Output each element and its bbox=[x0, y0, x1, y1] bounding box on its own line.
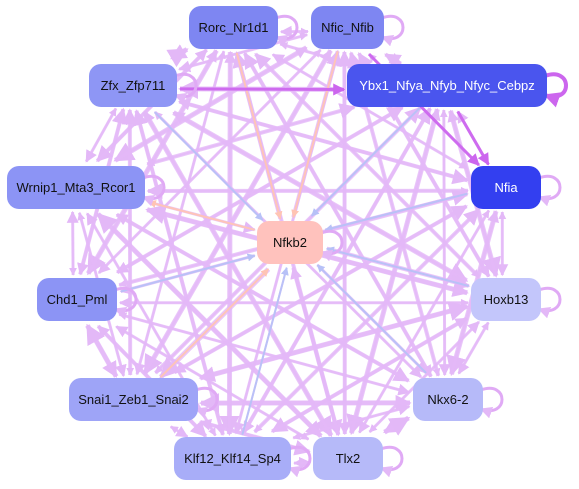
edge-klf12-to-nkx62 bbox=[292, 403, 411, 440]
node-chd1[interactable]: Chd1_Pml bbox=[37, 278, 117, 321]
node-label: Zfx_Zfp711 bbox=[100, 78, 166, 93]
node-hoxb13[interactable]: Hoxb13 bbox=[471, 278, 541, 321]
edge-klf12-to-nfkb2 bbox=[241, 267, 289, 436]
edge-wrnip1-to-zfx bbox=[85, 107, 117, 162]
self-loop-nkx62 bbox=[479, 386, 504, 419]
node-label: Hoxb13 bbox=[483, 292, 529, 307]
edge-klf12-to-nfia bbox=[253, 208, 481, 434]
edge-nfkb2-to-wrnip1 bbox=[147, 200, 255, 231]
node-wrnip1[interactable]: Wrnip1_Mta3_Rcor1 bbox=[7, 166, 145, 209]
node-label: Wrnip1_Mta3_Rcor1 bbox=[16, 180, 136, 195]
self-loop-hoxb13 bbox=[537, 286, 562, 319]
node-label: Ybx1_Nfya_Nfyb_Nfyc_Cebpz bbox=[359, 78, 535, 93]
node-label: Nfia bbox=[494, 180, 518, 195]
edge-tlx2-to-nkx62 bbox=[383, 415, 411, 436]
self-loop-nfic bbox=[380, 14, 405, 47]
node-nfia[interactable]: Nfia bbox=[471, 166, 541, 209]
node-label: Nkx6-2 bbox=[427, 392, 469, 407]
edge-tlx2-to-snai1 bbox=[199, 418, 310, 453]
node-ybx1[interactable]: Ybx1_Nfya_Nfyb_Nfyc_Cebpz bbox=[347, 64, 547, 107]
edge-snai1-to-nfkb2 bbox=[159, 268, 270, 378]
self-loop-snai1 bbox=[194, 386, 219, 419]
node-rorc[interactable]: Rorc_Nr1d1 bbox=[189, 6, 278, 49]
edge-nkx62-to-hoxb13 bbox=[457, 321, 490, 375]
edge-ybx1-to-nfia bbox=[456, 110, 490, 166]
edge-tlx2-to-klf12 bbox=[293, 458, 311, 467]
node-nfkb2[interactable]: Nfkb2 bbox=[257, 221, 323, 264]
self-loop-zfx bbox=[173, 72, 198, 105]
self-loop-nfia bbox=[537, 174, 562, 207]
self-loop-rorc bbox=[274, 14, 299, 47]
edge-klf12-to-hoxb13 bbox=[271, 317, 468, 433]
edge-snai1-to-nfia bbox=[173, 204, 468, 375]
edge-klf12-to-ybx1 bbox=[242, 107, 432, 434]
edge-nfic-to-nfkb2 bbox=[291, 50, 339, 218]
edge-zfx-to-nfkb2 bbox=[153, 111, 264, 221]
edge-rorc-to-nfkb2 bbox=[235, 52, 283, 220]
node-label: Nfkb2 bbox=[273, 235, 307, 250]
edge-nkx62-to-wrnip1 bbox=[115, 213, 410, 383]
edge-snai1-to-chd1 bbox=[85, 323, 119, 378]
edge-nkx62-to-nfkb2 bbox=[316, 264, 427, 374]
node-snai1[interactable]: Snai1_Zeb1_Snai2 bbox=[69, 378, 198, 421]
edge-ybx1-to-nfic bbox=[384, 52, 402, 69]
edge-nfia-to-rorc bbox=[271, 53, 468, 170]
edge-tlx2-to-nfkb2 bbox=[290, 266, 340, 436]
node-zfx[interactable]: Zfx_Zfp711 bbox=[89, 64, 177, 107]
edge-tlx2-to-zfx bbox=[143, 110, 333, 437]
node-label: Klf12_Klf14_Sp4 bbox=[184, 451, 281, 466]
self-loop-tlx2 bbox=[379, 445, 404, 478]
edge-klf12-to-rorc bbox=[224, 50, 237, 435]
edge-zfx-to-rorc bbox=[166, 47, 189, 68]
node-label: Nfic_Nfib bbox=[321, 20, 374, 35]
edge-tlx2-to-nfia bbox=[358, 209, 490, 434]
edge-nfia-to-nfkb2 bbox=[324, 192, 468, 232]
edge-chd1-to-nfkb2 bbox=[120, 253, 256, 293]
node-nkx62[interactable]: Nkx6-2 bbox=[413, 378, 483, 421]
edge-hoxb13-to-nfkb2 bbox=[326, 246, 470, 287]
node-nfic[interactable]: Nfic_Nfib bbox=[311, 6, 384, 49]
edge-zfx-to-ybx1 bbox=[179, 83, 346, 96]
edge-chd1-to-wrnip1 bbox=[66, 210, 79, 276]
edge-ybx1-to-nfkb2 bbox=[310, 107, 421, 217]
self-loop-klf12 bbox=[287, 445, 312, 478]
edge-snai1-to-nfic bbox=[143, 49, 332, 375]
node-klf12[interactable]: Klf12_Klf14_Sp4 bbox=[174, 437, 291, 480]
self-loop-chd1 bbox=[113, 286, 138, 319]
node-label: Tlx2 bbox=[335, 451, 361, 466]
edge-nfia-to-zfx bbox=[178, 98, 468, 182]
self-loop-wrnip1 bbox=[141, 174, 166, 207]
edge-wrnip1-to-nfic bbox=[114, 46, 308, 162]
node-label: Snai1_Zeb1_Snai2 bbox=[78, 392, 189, 407]
edge-hoxb13-to-zfx bbox=[172, 111, 468, 283]
node-tlx2[interactable]: Tlx2 bbox=[313, 437, 383, 480]
self-loop-ybx1 bbox=[543, 72, 568, 108]
node-label: Chd1_Pml bbox=[46, 292, 108, 307]
edge-klf12-to-snai1 bbox=[170, 425, 188, 438]
edge-snai1-to-hoxb13 bbox=[199, 301, 470, 381]
self-loop-nfkb2 bbox=[319, 229, 344, 262]
node-label: Rorc_Nr1d1 bbox=[198, 20, 269, 35]
